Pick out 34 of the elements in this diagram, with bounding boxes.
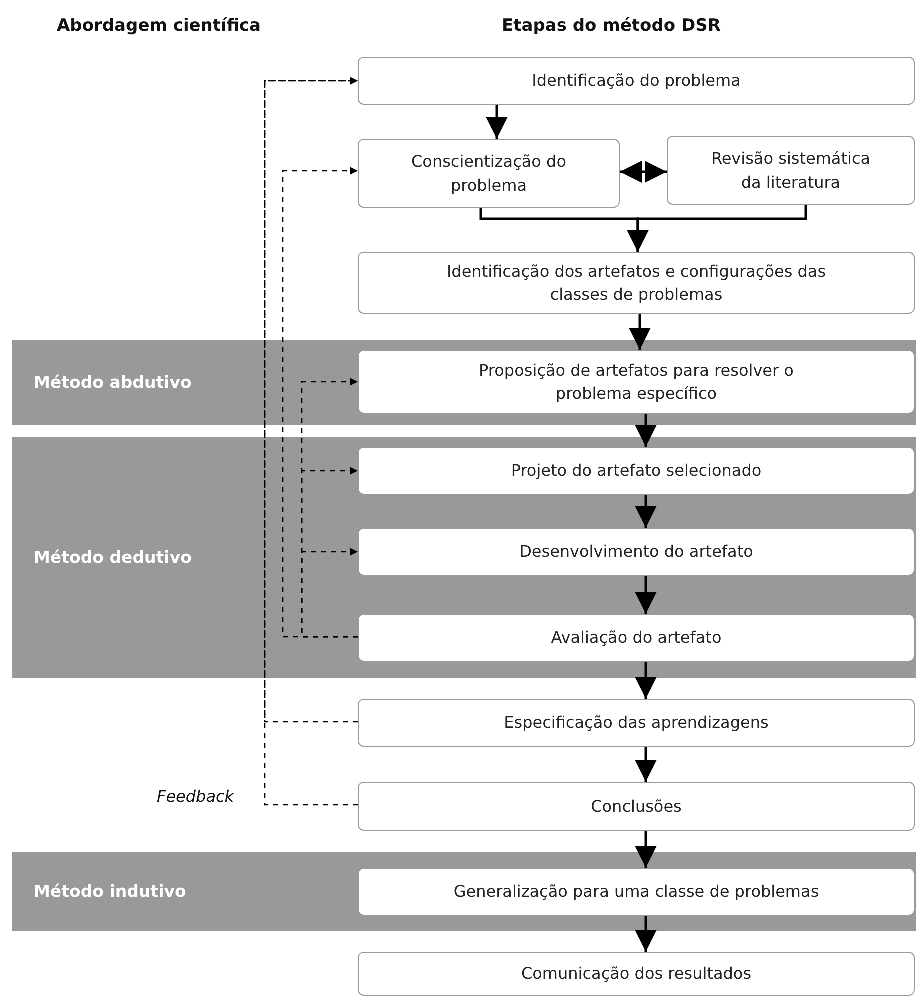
heading: Abordagem científica [57, 16, 261, 36]
process-box: Proposição de artefatos para resolver o problema específico [358, 350, 915, 414]
process-box: Generalização para uma classe de problemas [358, 868, 915, 916]
process-box: Revisão sistemática da literatura [667, 136, 915, 205]
arrow [635, 831, 657, 868]
arrow [635, 916, 657, 952]
feedback-label: Feedback [157, 787, 234, 806]
band-label: Método indutivo [34, 882, 186, 901]
process-box: Avaliação do artefato [358, 614, 915, 662]
arrow [635, 662, 657, 699]
band-label: Método abdutivo [34, 373, 192, 392]
heading: Etapas do método DSR [502, 16, 721, 36]
process-box: Conscientização do problema [358, 139, 620, 208]
process-box: Identificação dos artefatos e configurações das classes de problemas [358, 252, 915, 314]
arrow [627, 205, 808, 252]
feedback-arrow [282, 167, 358, 638]
arrow [635, 495, 657, 528]
arrow [486, 105, 508, 139]
arrow [635, 747, 657, 782]
process-box: Comunicação dos resultados [358, 952, 915, 996]
arrow [620, 161, 667, 183]
method-band [12, 852, 916, 931]
process-box: Conclusões [358, 782, 915, 831]
arrow [635, 576, 657, 614]
method-band [12, 340, 916, 425]
process-box: Especificação das aprendizagens [358, 699, 915, 747]
process-box: Identificação do problema [358, 57, 915, 105]
process-box: Projeto do artefato selecionado [358, 447, 915, 495]
method-band [12, 437, 916, 678]
band-label: Método dedutivo [34, 548, 192, 567]
feedback-arrow [301, 548, 358, 638]
arrow [629, 314, 651, 350]
arrow [635, 414, 657, 447]
process-box: Desenvolvimento do artefato [358, 528, 915, 576]
